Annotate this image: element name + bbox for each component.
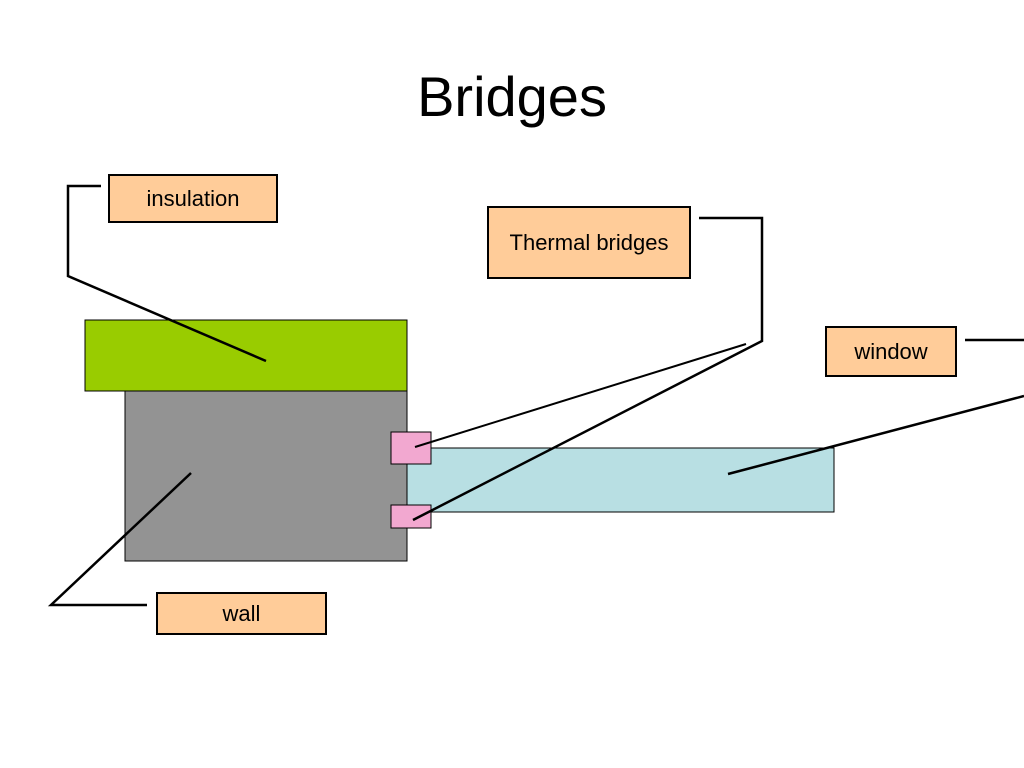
window-leader-line-diagonal xyxy=(727,394,1024,476)
thermal-bridges-leader-line xyxy=(412,216,764,522)
insulation-layer xyxy=(84,319,408,392)
window-label: window xyxy=(825,326,957,377)
thermal-bridge-lower xyxy=(390,504,432,529)
window-pane xyxy=(406,447,835,513)
slide-title: Bridges xyxy=(417,65,607,128)
insulation-label: insulation xyxy=(108,174,278,223)
thermal-bridge-upper xyxy=(390,431,432,465)
insulation-leader-line xyxy=(66,184,267,363)
wall-label: wall xyxy=(156,592,327,635)
wall-leader-line xyxy=(47,472,192,607)
wall-block xyxy=(124,390,408,562)
thermal-bridges-leader-line-upper xyxy=(414,343,747,448)
thermal-bridges-label: Thermal bridges xyxy=(487,206,691,279)
